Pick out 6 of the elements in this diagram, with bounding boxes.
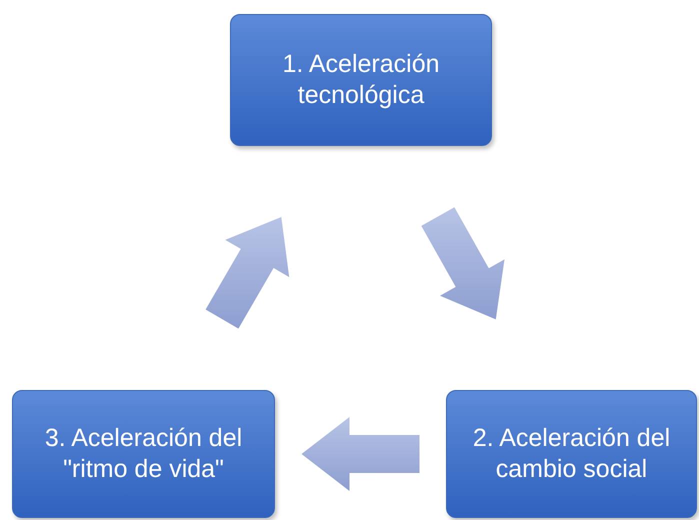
block-arrow xyxy=(421,207,504,320)
block-arrow xyxy=(302,417,420,491)
process-box: 1. Aceleración tecnológica xyxy=(230,14,492,146)
process-box: 3. Aceleración del "ritmo de vida" xyxy=(12,390,275,518)
block-arrow xyxy=(206,217,290,329)
process-box: 2. Aceleración del cambio social xyxy=(446,390,697,518)
